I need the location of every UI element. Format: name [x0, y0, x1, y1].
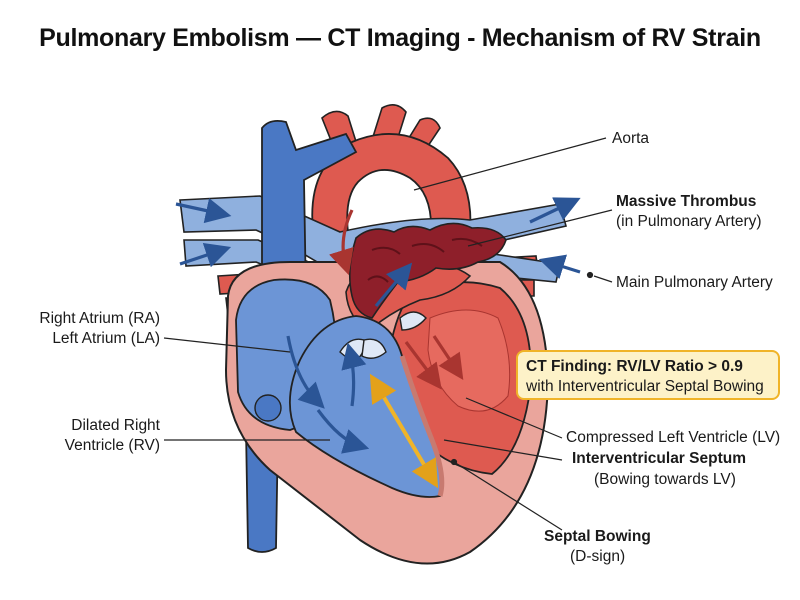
massive-thrombus	[348, 222, 507, 319]
label-septum-sub: (Bowing towards LV)	[594, 471, 736, 488]
label-septal-bowing: Septal Bowing	[544, 528, 651, 545]
label-left-atrium: Left Atrium (LA)	[52, 330, 160, 347]
blood-flow-arrows-blue	[175, 197, 581, 454]
label-massive-thrombus-sub: (in Pulmonary Artery)	[616, 213, 762, 230]
label-compressed-lv: Compressed Left Ventricle (LV)	[566, 429, 781, 446]
page-title: Pulmonary Embolism — CT Imaging - Mechan…	[39, 24, 761, 52]
ct-finding-box: CT Finding: RV/LV Ratio > 0.9 with Inter…	[516, 350, 780, 400]
thrombus-texture	[367, 237, 483, 283]
rv-dilation-arrow	[369, 373, 439, 489]
coronary-sinus	[254, 394, 282, 422]
superior-vena-cava	[261, 119, 358, 301]
label-main-pulmonary-artery: Main Pulmonary Artery	[616, 274, 773, 291]
label-rv-line1: Dilated Right	[71, 417, 160, 434]
ct-finding-line1: CT Finding: RV/LV Ratio > 0.9	[526, 358, 743, 375]
label-d-sign: (D-sign)	[570, 548, 626, 565]
label-interventricular-septum: Interventricular Septum	[572, 450, 746, 467]
label-rv-line2: Ventricle (RV)	[64, 437, 160, 454]
label-massive-thrombus: Massive Thrombus	[616, 193, 757, 210]
label-aorta: Aorta	[612, 130, 650, 147]
ct-finding-line2: with Interventricular Septal Bowing	[526, 378, 764, 395]
leader-lines	[163, 137, 613, 531]
label-right-atrium: Right Atrium (RA)	[39, 310, 160, 327]
